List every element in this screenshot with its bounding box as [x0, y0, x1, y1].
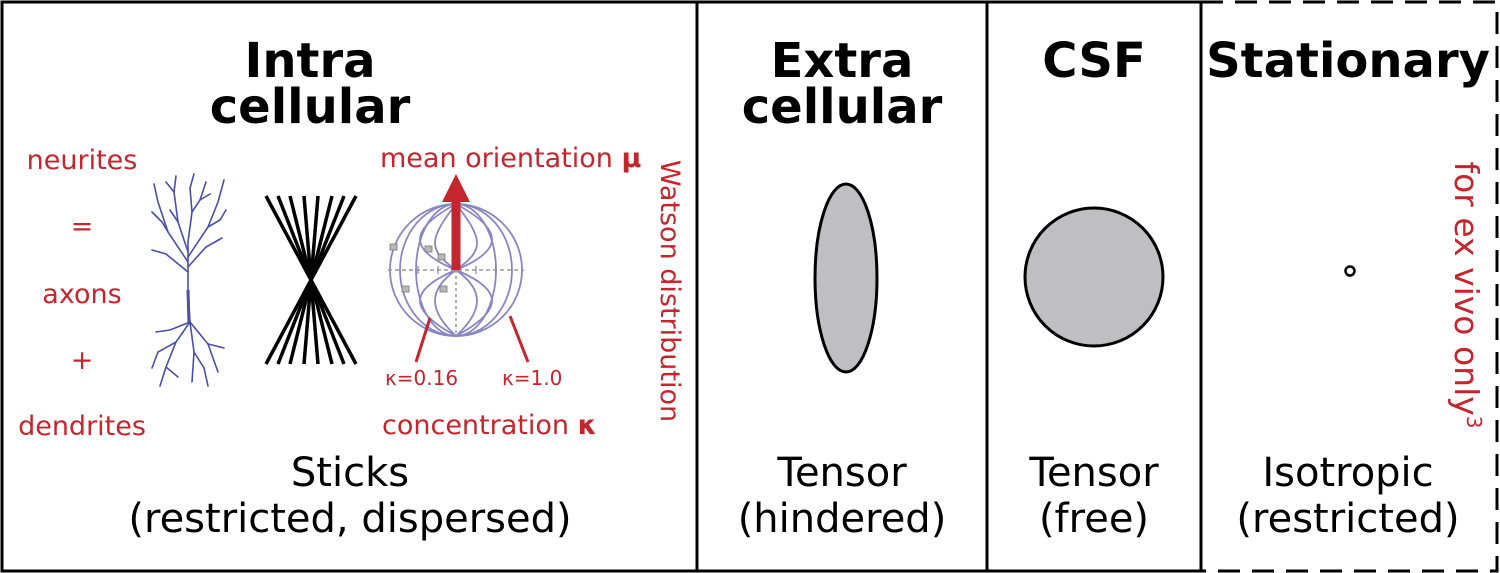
kappa-high-label: κ=1.0 [502, 366, 563, 390]
plus-label: + [70, 345, 94, 376]
extra-tensor-ellipse [813, 182, 879, 374]
csf-bottom-line2: (free) [1038, 496, 1150, 542]
intra-bottom-line1: Sticks [290, 450, 410, 496]
stationary-bottom-line2: (restricted) [1236, 496, 1460, 542]
kappa-symbol: κ [577, 410, 597, 441]
equals-label: = [70, 211, 94, 242]
kappa-low-label: κ=0.16 [385, 366, 459, 390]
neuron-icon [151, 173, 227, 387]
mean-orientation-label: mean orientation μ [380, 144, 641, 174]
sticks-icon [264, 195, 358, 365]
concentration-text: concentration [382, 410, 569, 441]
extra-bottom-line1: Tensor [777, 450, 907, 496]
extra-title-line2: cellular [741, 79, 943, 135]
watson-sphere-icon [388, 174, 530, 363]
ex-vivo-label: for ex vivo only3 [1447, 140, 1494, 450]
mu-symbol: μ [621, 143, 642, 174]
intra-bottom-line2: (restricted, dispersed) [128, 496, 572, 542]
ex-vivo-text: for ex vivo only [1447, 161, 1486, 416]
neurites-label: neurites [26, 145, 138, 176]
stationary-dot [1344, 265, 1356, 277]
stationary-title: Stationary [1206, 33, 1490, 89]
csf-tensor-circle [1023, 206, 1165, 348]
extra-bottom-line2: (hindered) [737, 496, 947, 542]
intra-title-line2: cellular [209, 79, 411, 135]
concentration-label: concentration κ [382, 411, 597, 441]
csf-panel-frame [985, 0, 1203, 573]
mean-orientation-text: mean orientation [380, 143, 613, 174]
csf-title: CSF [1042, 33, 1146, 89]
stationary-bottom-line1: Isotropic [1262, 450, 1434, 496]
intra-title-line1: Intra [244, 33, 376, 89]
watson-distribution-label: Watson distribution [654, 159, 685, 423]
stationary-panel-frame [1201, 0, 1499, 573]
footnote-marker: 3 [1462, 415, 1486, 429]
axons-label: axons [42, 279, 122, 310]
dendrites-label: dendrites [18, 411, 146, 442]
csf-bottom-line1: Tensor [1029, 450, 1159, 496]
extra-title-line1: Extra [770, 33, 914, 89]
